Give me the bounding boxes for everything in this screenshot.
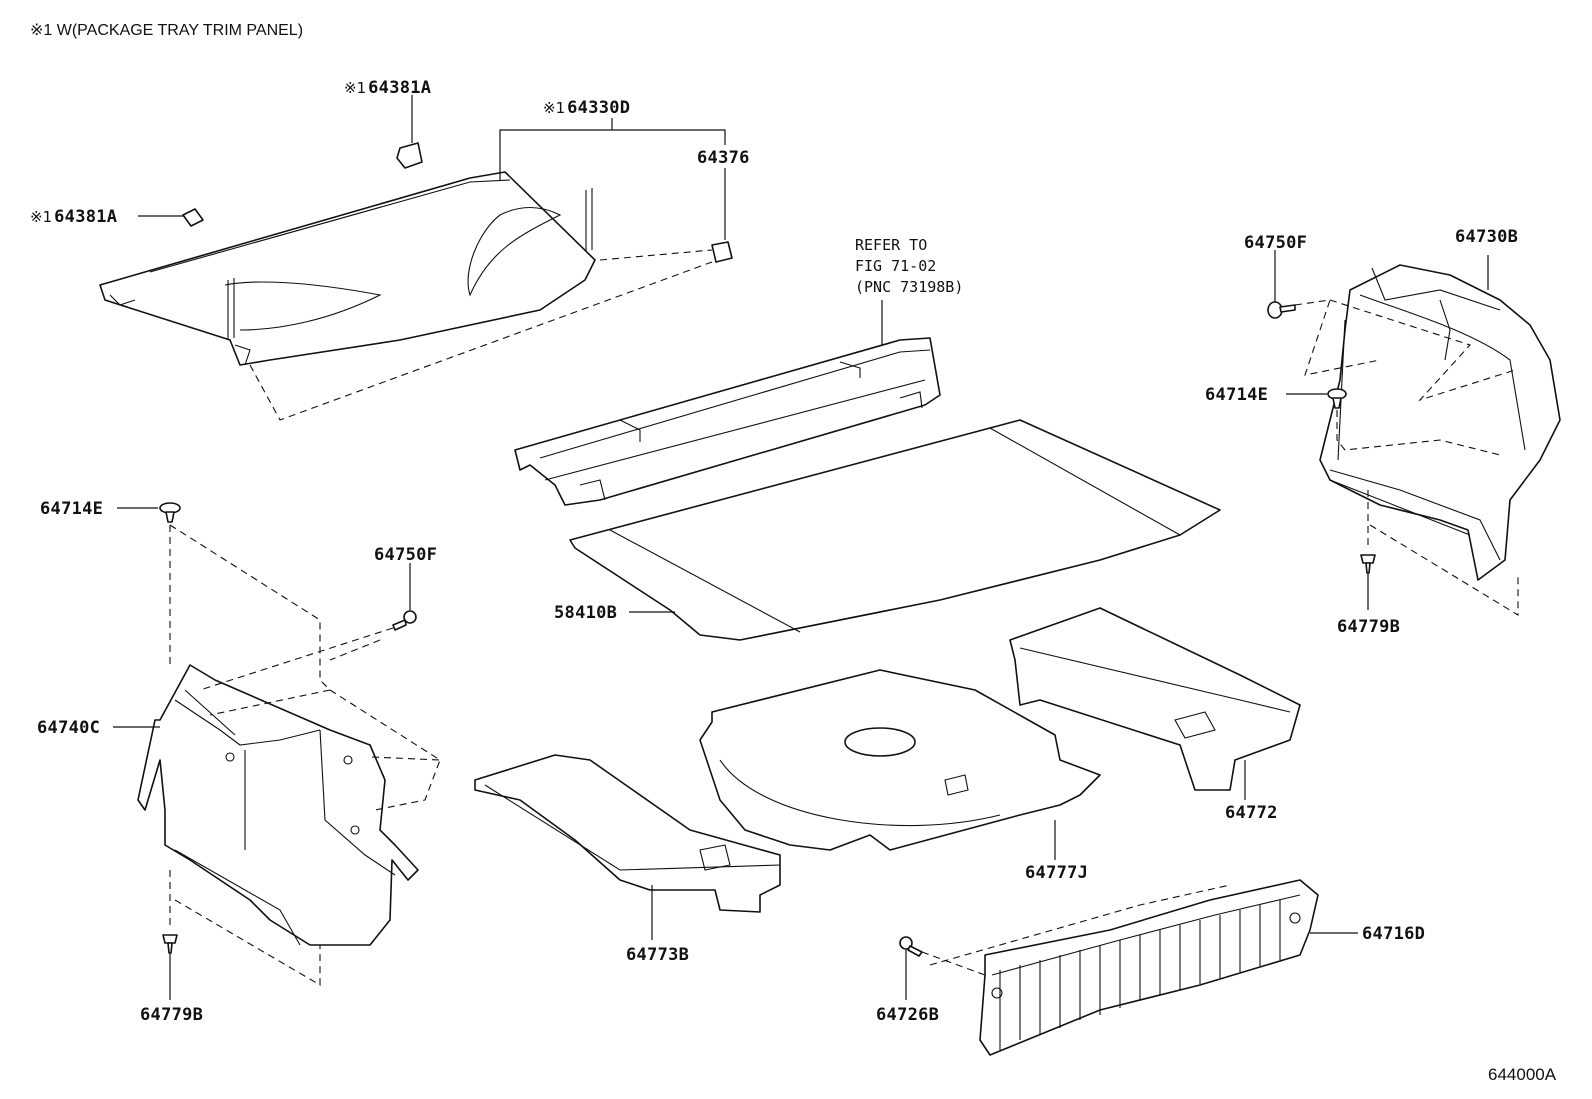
floor-box-64773b[interactable] <box>474 754 781 913</box>
header-note: ※1 W(PACKAGE TRAY TRIM PANEL) <box>30 22 304 39</box>
label-64714e-left: 64714E <box>40 499 103 519</box>
label-64772: 64772 <box>1225 803 1278 823</box>
refer-note-line-2: FIG 71-02 <box>855 257 936 275</box>
label-64726b: 64726B <box>876 1005 939 1025</box>
clip-64779b-right[interactable] <box>1360 554 1376 574</box>
label-64730b: 64730B <box>1455 227 1518 247</box>
label-64716d: 64716D <box>1362 924 1425 944</box>
floor-mat-58410b[interactable] <box>569 419 1221 641</box>
label-64750f-left: 64750F <box>374 545 437 565</box>
quarter-trim-right-64730b[interactable] <box>1319 264 1561 581</box>
screw-64726b[interactable] <box>899 936 923 957</box>
clip-64381a-left[interactable] <box>182 208 204 227</box>
clip-64381a-top[interactable] <box>396 142 423 169</box>
floor-box-64772[interactable] <box>1009 607 1301 791</box>
cargo-cover-73198b[interactable] <box>514 337 941 506</box>
label-64376: 64376 <box>697 148 750 168</box>
label-64750f-right: 64750F <box>1244 233 1307 253</box>
refer-note-line-3: (PNC 73198B) <box>855 278 963 296</box>
screw-64750f-left[interactable] <box>392 610 417 631</box>
label-64714e-right: 64714E <box>1205 385 1268 405</box>
clip-64779b-left[interactable] <box>162 934 178 954</box>
rear-sill-plate-64716d[interactable] <box>979 879 1319 1056</box>
label-64779b-right: 64779B <box>1337 617 1400 637</box>
figure-id: 644000A <box>1488 1065 1557 1084</box>
label-64777j: 64777J <box>1025 863 1088 883</box>
label-64779b-left: 64779B <box>140 1005 203 1025</box>
screw-64750f-right[interactable] <box>1267 301 1296 319</box>
spare-tire-cover-64777j[interactable] <box>699 669 1101 851</box>
label-64740c: 64740C <box>37 718 100 738</box>
clip-64376[interactable] <box>711 241 733 263</box>
clip-64714e-left[interactable] <box>159 502 181 523</box>
refer-note-line-1: REFER TO <box>855 236 927 254</box>
package-tray-trim-panel-64330d[interactable] <box>99 171 596 366</box>
label-64773b: 64773B <box>626 945 689 965</box>
label-58410b: 58410B <box>554 603 617 623</box>
clip-64714e-right[interactable] <box>1327 388 1347 409</box>
quarter-trim-left-64740c[interactable] <box>137 664 419 946</box>
